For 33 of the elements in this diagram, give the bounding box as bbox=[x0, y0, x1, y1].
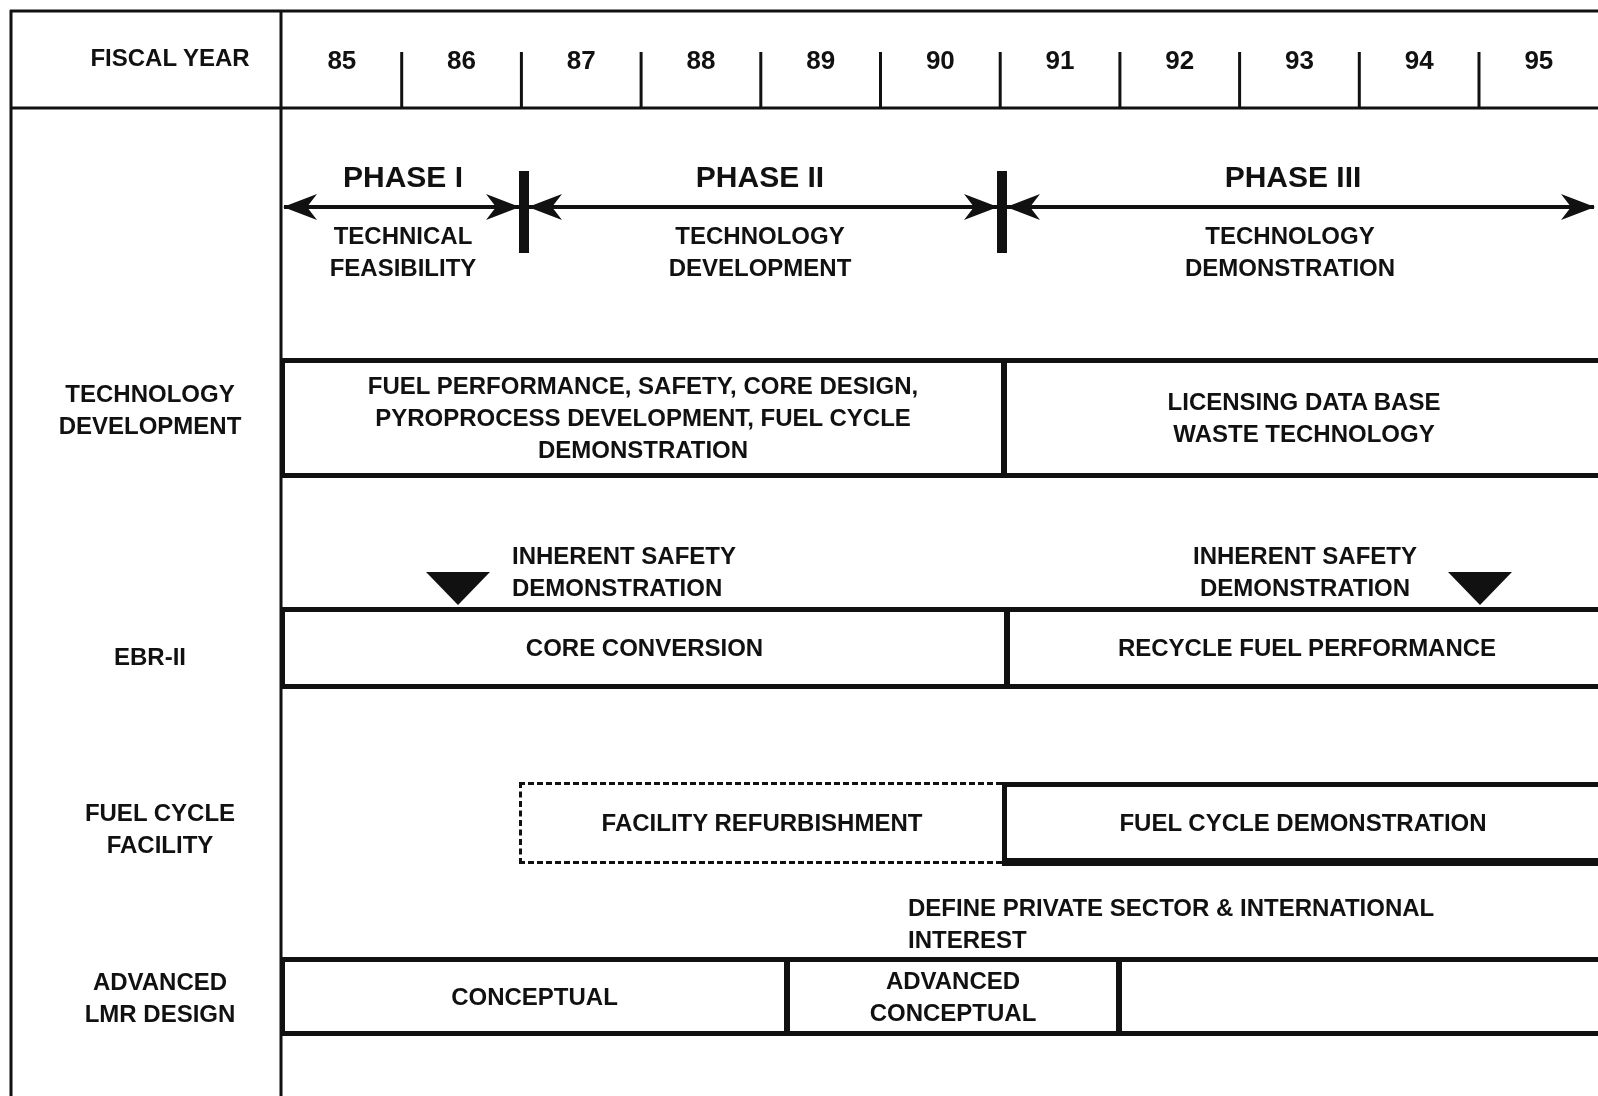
timeline-bar: LICENSING DATA BASE WASTE TECHNOLOGY bbox=[1004, 358, 1598, 478]
year-label: 88 bbox=[685, 44, 717, 76]
row-label: ADVANCED LMR DESIGN bbox=[83, 967, 237, 1029]
year-label: 91 bbox=[1044, 44, 1076, 76]
phase-title: PHASE I bbox=[342, 159, 464, 195]
year-label: 90 bbox=[924, 44, 956, 76]
phase-description: TECHNOLOGY DEMONSTRATION bbox=[1183, 221, 1397, 283]
timeline-bar: FUEL CYCLE DEMONSTRATION bbox=[1002, 782, 1598, 866]
timeline-bar: CORE CONVERSION bbox=[282, 607, 1007, 689]
year-label: 92 bbox=[1164, 44, 1196, 76]
timeline-bar: FUEL PERFORMANCE, SAFETY, CORE DESIGN, PYROPROCESS DEVELOPMENT, FUEL CYCLE DEMONSTRATION bbox=[282, 358, 1004, 478]
timeline-bar: CONCEPTUAL bbox=[282, 957, 787, 1036]
timeline-bar: ADVANCED CONCEPTUAL bbox=[787, 957, 1119, 1036]
milestone-label: INHERENT SAFETY DEMONSTRATION bbox=[1192, 541, 1418, 603]
year-label: 94 bbox=[1403, 44, 1435, 76]
row-label: EBR-II bbox=[113, 642, 187, 672]
year-label: 85 bbox=[326, 44, 358, 76]
milestone-label: DEFINE PRIVATE SECTOR & INTERNATIONAL INTEREST bbox=[908, 893, 1435, 955]
phase-title: PHASE III bbox=[1223, 159, 1363, 195]
timeline-bar: FACILITY REFURBISHMENT bbox=[519, 782, 1002, 864]
row-label: TECHNOLOGY DEVELOPMENT bbox=[57, 379, 243, 441]
phase-description: TECHNICAL FEASIBILITY bbox=[328, 221, 478, 283]
phase-description: TECHNOLOGY DEVELOPMENT bbox=[667, 221, 853, 283]
phase-title: PHASE II bbox=[694, 159, 826, 195]
timeline-bar: RECYCLE FUEL PERFORMANCE bbox=[1007, 607, 1598, 689]
year-label: 95 bbox=[1523, 44, 1555, 76]
row-label: FUEL CYCLE FACILITY bbox=[83, 798, 237, 860]
year-label: 87 bbox=[565, 44, 597, 76]
year-label: 86 bbox=[446, 44, 477, 76]
column-header: FISCAL YEAR bbox=[89, 43, 251, 73]
year-label: 93 bbox=[1283, 44, 1315, 76]
year-label: 89 bbox=[805, 44, 837, 76]
milestone-label: INHERENT SAFETY DEMONSTRATION bbox=[512, 541, 737, 603]
